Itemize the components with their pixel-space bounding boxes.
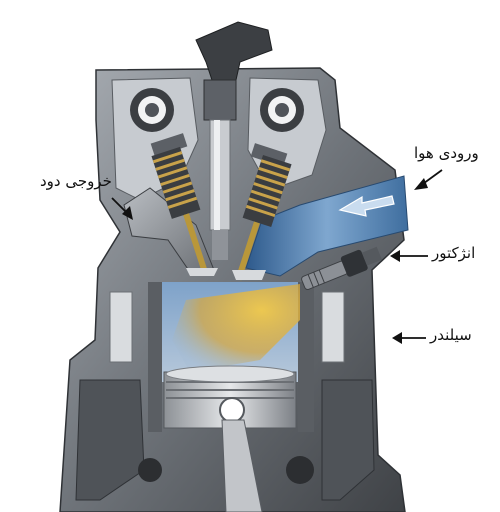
cylinder-bore (148, 282, 314, 432)
label-air-intake: ورودی هوا (414, 144, 479, 162)
label-exhaust: خروجی دود (40, 172, 112, 190)
arrow-cylinder (392, 332, 426, 344)
arrow-air-intake (414, 169, 443, 190)
spark-plug (195, 21, 273, 260)
exhaust-valve (150, 133, 218, 276)
arrow-icon (392, 332, 402, 344)
injector-body (301, 246, 382, 290)
piston (163, 365, 297, 512)
engine-block (75, 291, 375, 501)
label-cylinder: سیلندر (430, 326, 472, 344)
flow-arrow-icon (338, 195, 395, 217)
arrow-icon (122, 206, 133, 220)
arrow-injector (390, 250, 428, 262)
intake-valve (232, 143, 292, 281)
arrow-icon (390, 250, 400, 262)
label-injector: انژکتور (432, 244, 476, 262)
arrow-exhaust (111, 197, 133, 220)
arrow-icon (414, 178, 428, 190)
